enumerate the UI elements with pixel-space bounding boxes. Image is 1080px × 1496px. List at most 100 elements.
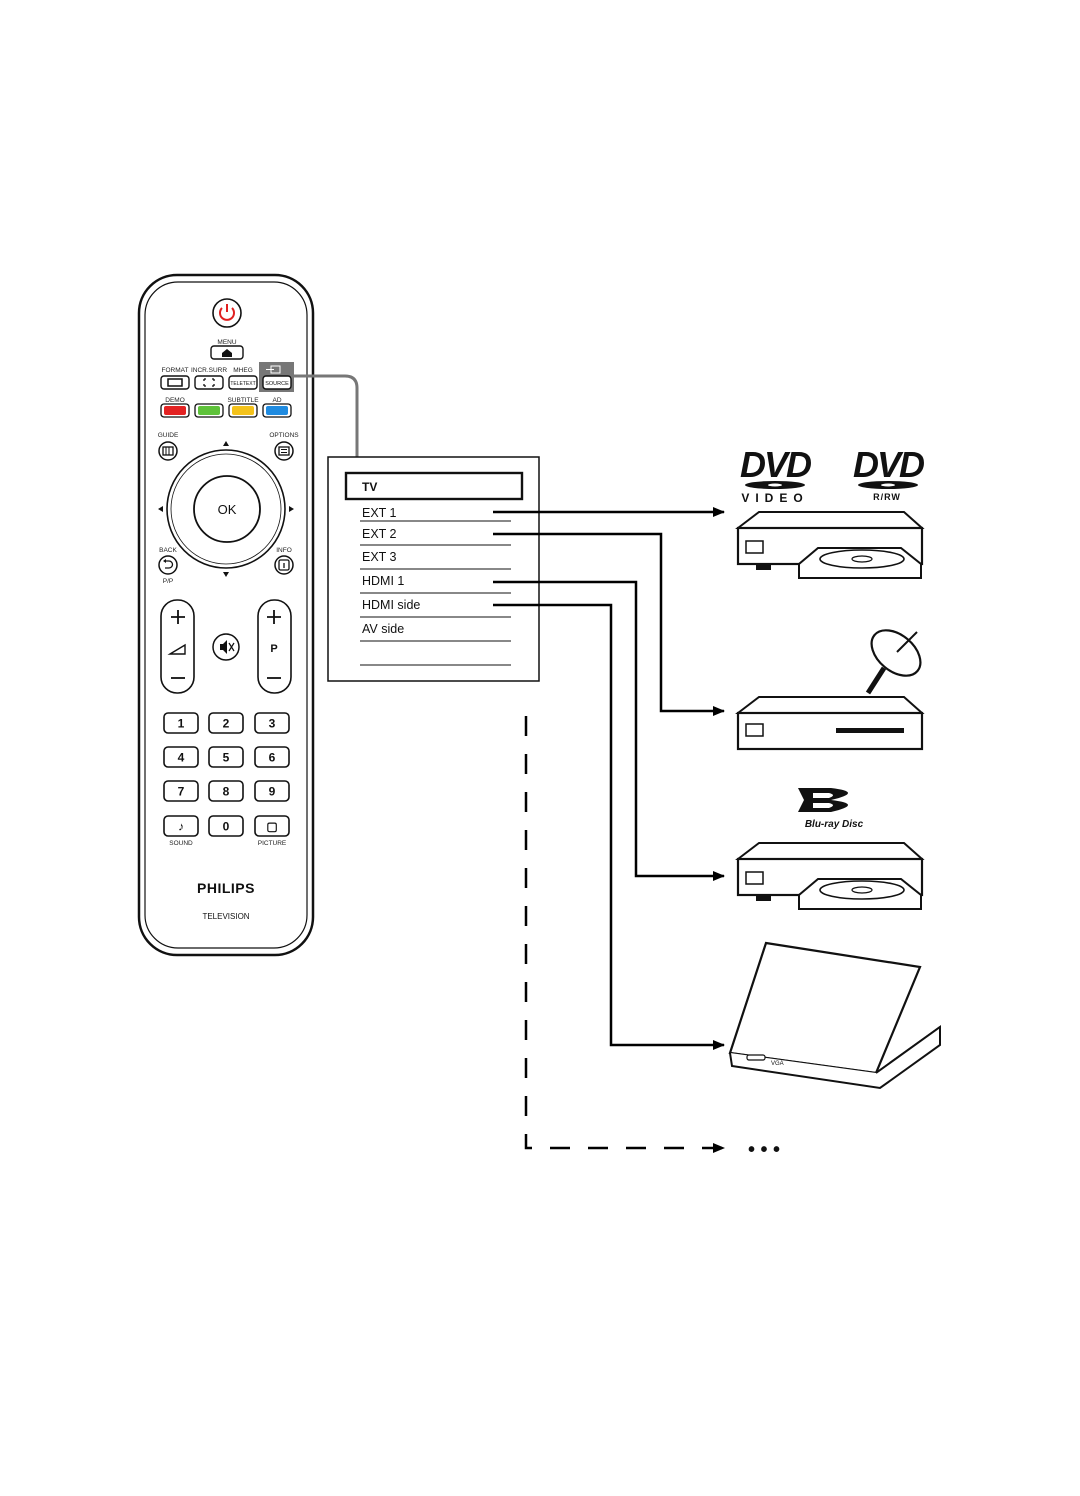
source-button[interactable]: SOURCE (262, 375, 292, 390)
info-label: INFO (276, 547, 292, 554)
satellite-dish-icon (865, 629, 922, 695)
volume-rocker[interactable] (160, 599, 195, 694)
demo-label: DEMO (165, 397, 185, 404)
number-key[interactable]: 8 (208, 780, 244, 802)
source-menu-item[interactable]: EXT 3 (360, 550, 511, 570)
right-arrow-icon[interactable] (289, 506, 294, 512)
number-key[interactable]: 3 (254, 712, 290, 734)
source-icon (266, 365, 281, 374)
format-label: FORMAT (162, 367, 189, 374)
options-button[interactable] (274, 441, 294, 461)
red-button[interactable] (160, 403, 190, 418)
dvd-rw-label: R/RW (873, 492, 901, 502)
source-menu-item-tv[interactable]: TV (344, 471, 524, 501)
svg-text:EXT 3: EXT 3 (362, 550, 397, 564)
source-menu-item[interactable]: HDMI 1 (360, 574, 511, 594)
power-icon (219, 307, 235, 321)
up-arrow-icon[interactable] (223, 441, 229, 446)
teletext-button[interactable]: TELETEXT (228, 375, 258, 390)
ok-label: OK (218, 502, 237, 517)
source-menu: TV EXT 1 EXT 2 EXT 3 HDMI 1 HDMI side AV… (327, 456, 540, 682)
number-key[interactable]: 9 (254, 780, 290, 802)
incr-surr-button[interactable] (194, 375, 224, 390)
number-key[interactable]: 7 (163, 780, 199, 802)
guide-button[interactable] (158, 441, 178, 461)
menu-button[interactable] (210, 345, 244, 360)
green-button[interactable] (194, 403, 224, 418)
power-button[interactable] (212, 298, 242, 328)
sound-label: SOUND (169, 840, 193, 847)
surround-icon (203, 378, 215, 387)
mheg-label: MHEG (233, 367, 253, 374)
format-icon (167, 378, 183, 387)
number-key[interactable]: 5 (208, 746, 244, 768)
number-key[interactable]: 1 (163, 712, 199, 734)
source-connector-line (291, 374, 359, 457)
dvd-rw-logo: DVD R/RW (853, 444, 926, 502)
source-menu-item[interactable]: HDMI side (360, 598, 511, 618)
svg-text:HDMI side: HDMI side (362, 598, 420, 612)
source-menu-title: TV (362, 480, 377, 494)
down-arrow-icon[interactable] (223, 572, 229, 577)
number-key-label: 4 (178, 751, 185, 765)
dvd-video-logo: DVD VIDEO (740, 444, 813, 505)
blue-button[interactable] (262, 403, 292, 418)
number-key-label: 5 (223, 751, 230, 765)
info-icon (278, 559, 290, 571)
connection-arrows (493, 507, 725, 1153)
home-icon (222, 349, 232, 357)
back-icon (165, 560, 174, 569)
vga-label: VGA (771, 1061, 784, 1067)
bluray-logo: Blu-ray Disc (798, 788, 864, 830)
program-rocker[interactable]: P (257, 599, 292, 694)
number-key-label: 2 (223, 717, 230, 731)
number-key[interactable]: ♪ (163, 815, 199, 837)
source-menu-item[interactable]: AV side (360, 622, 511, 642)
remote-control: MENU FORMAT INCR.SURR MHEG TELETEXT SOU (137, 273, 315, 957)
teletext-label: TELETEXT (230, 381, 255, 387)
source-label: SOURCE (265, 381, 289, 387)
arrow-hdmiside-laptop (493, 603, 725, 1050)
yellow-button[interactable] (228, 403, 258, 418)
svg-text:AV side: AV side (362, 622, 404, 636)
number-key[interactable]: 4 (163, 746, 199, 768)
number-key-label: ▢ (266, 820, 277, 834)
source-menu-item[interactable]: EXT 2 (360, 527, 511, 546)
format-button[interactable] (160, 375, 190, 390)
number-key-label: 7 (178, 785, 185, 799)
arrow-hdmi1-bluray (493, 580, 725, 881)
source-menu-item[interactable]: EXT 1 (360, 506, 511, 522)
number-key-label: 3 (269, 717, 276, 731)
left-arrow-icon[interactable] (158, 506, 163, 512)
back-button[interactable] (158, 555, 178, 575)
number-key[interactable]: 2 (208, 712, 244, 734)
pp-label: P/P (163, 578, 173, 585)
arrow-ext2-satellite (493, 532, 725, 716)
svg-text:EXT 2: EXT 2 (362, 527, 397, 541)
mute-button[interactable] (212, 633, 240, 661)
number-key-label: 8 (223, 785, 230, 799)
back-label: BACK (159, 547, 177, 554)
subtitle-label: SUBTITLE (227, 397, 259, 404)
ok-button[interactable]: OK (193, 475, 261, 543)
number-key[interactable]: 6 (254, 746, 290, 768)
brand-subtitle: TELEVISION (202, 912, 249, 921)
more-devices-ellipsis: • • • (748, 1139, 780, 1161)
keypad: 1 2 3 4 5 6 7 8 9 ♪ 0 ▢ (163, 712, 290, 837)
number-key[interactable]: ▢ (254, 815, 290, 837)
volume-icon (167, 643, 186, 655)
options-icon (278, 446, 290, 456)
program-up-icon (267, 610, 281, 624)
dashed-connector (524, 716, 725, 1153)
number-key-label: 0 (223, 820, 230, 834)
ad-label: AD (272, 397, 281, 404)
dvd-player-icon (735, 511, 925, 579)
number-key-label: 9 (269, 785, 276, 799)
program-label: P (270, 643, 277, 655)
picture-label: PICTURE (258, 840, 287, 847)
mute-icon (220, 640, 227, 654)
info-button[interactable] (274, 555, 294, 575)
volume-up-icon (171, 610, 185, 624)
number-key[interactable]: 0 (208, 815, 244, 837)
number-key-label: 6 (269, 751, 276, 765)
